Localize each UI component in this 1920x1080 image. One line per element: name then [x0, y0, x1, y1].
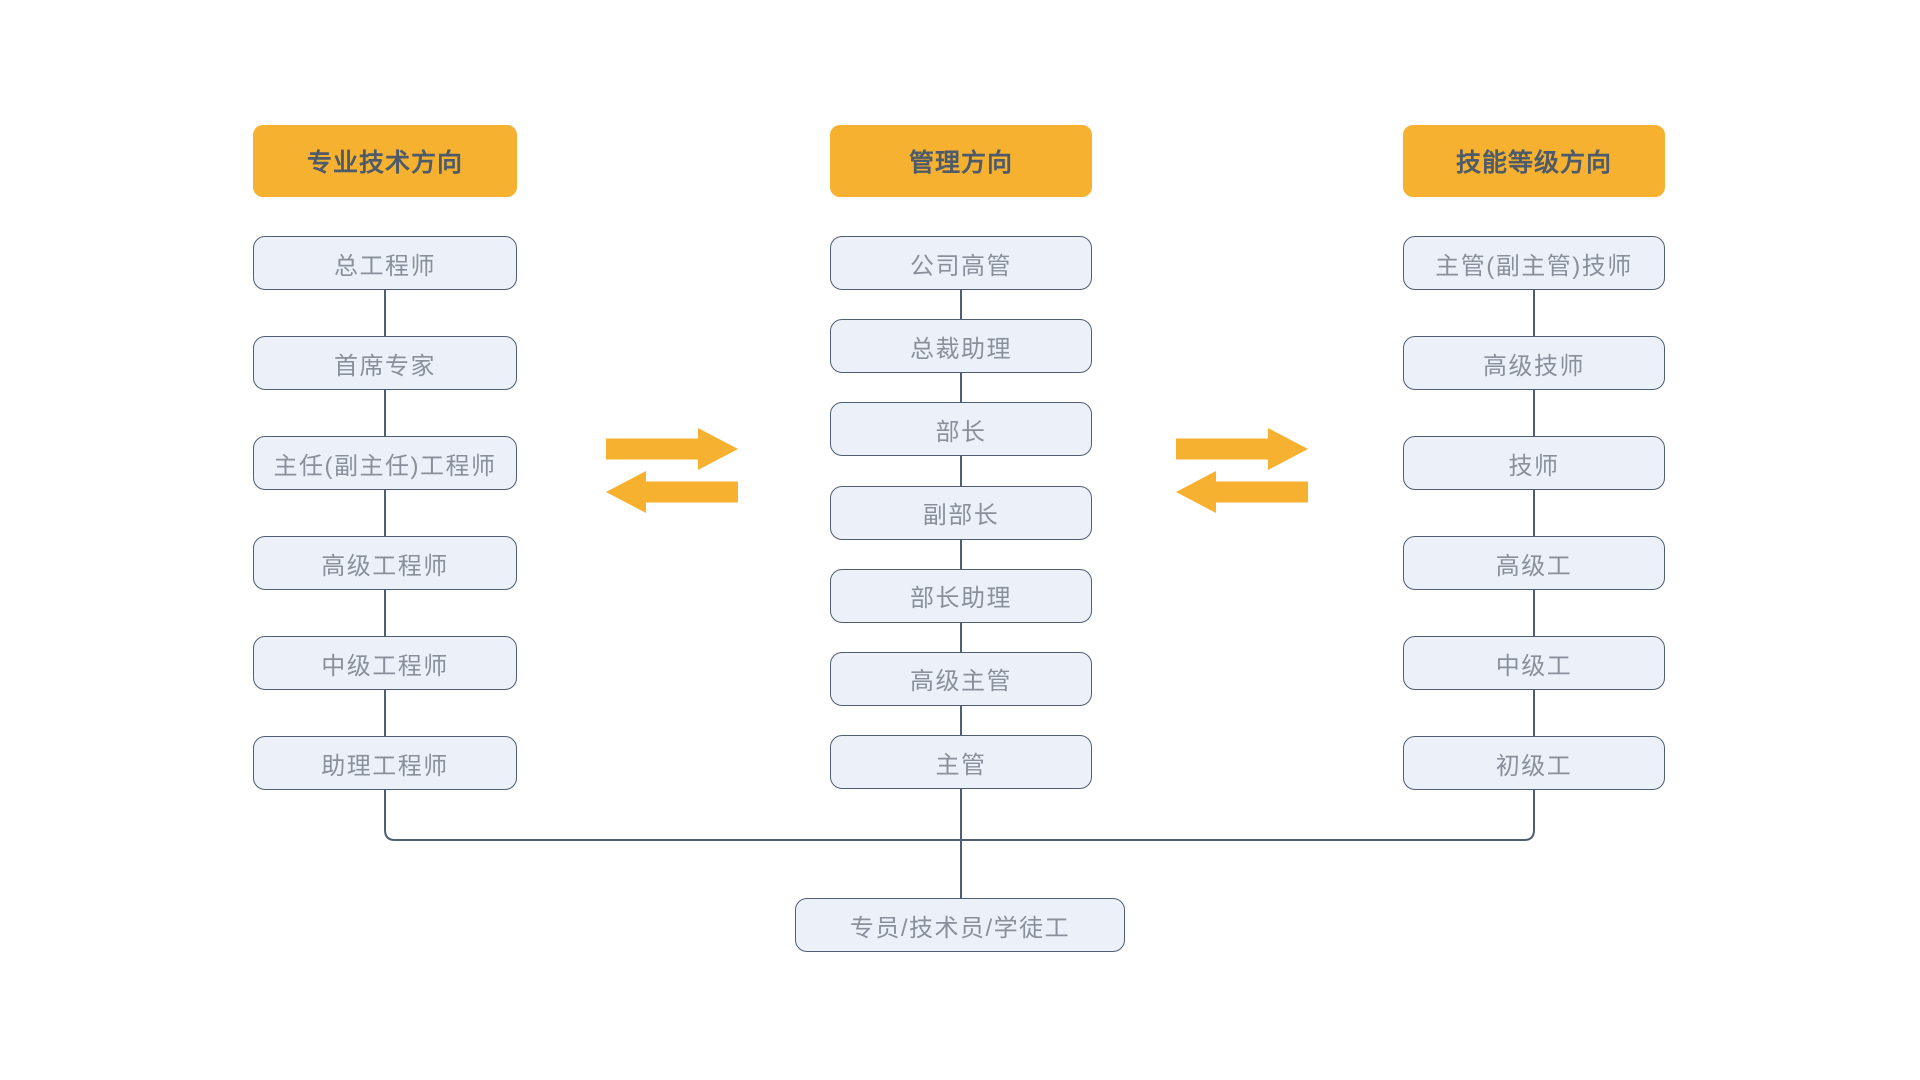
column-items-professional-technical: 总工程师 首席专家 主任(副主任)工程师 高级工程师 中级工程师 助理工程师: [253, 236, 517, 790]
level-box: 主管: [830, 735, 1092, 790]
level-box: 首席专家: [253, 336, 517, 390]
base-level-box: 专员/技术员/学徒工: [795, 898, 1125, 952]
level-box: 高级主管: [830, 651, 1092, 706]
arrow-right-icon: [606, 428, 738, 470]
level-box: 总工程师: [253, 236, 517, 290]
swap-arrows-icon-right: [1176, 428, 1308, 513]
swap-arrows-icon-left: [606, 428, 738, 513]
level-box: 高级技师: [1403, 336, 1665, 390]
level-box: 初级工: [1403, 736, 1665, 790]
level-box: 技师: [1403, 436, 1665, 490]
level-box: 主管(副主管)技师: [1403, 236, 1665, 290]
outer-connector-path: [384, 260, 1535, 841]
column-management: 管理方向 公司高管 总裁助理 部长 副部长 部长助理 高级主管 主管: [830, 125, 1092, 790]
level-box: 中级工: [1403, 636, 1665, 690]
level-box: 高级工程师: [253, 536, 517, 590]
arrow-left-icon: [1176, 471, 1308, 513]
level-box: 公司高管: [830, 236, 1092, 290]
level-box: 高级工: [1403, 536, 1665, 590]
level-box: 总裁助理: [830, 319, 1092, 374]
level-box: 中级工程师: [253, 636, 517, 690]
arrow-left-icon: [606, 471, 738, 513]
column-header-professional-technical: 专业技术方向: [253, 125, 517, 197]
level-box: 主任(副主任)工程师: [253, 436, 517, 490]
level-box: 副部长: [830, 485, 1092, 540]
column-professional-technical: 专业技术方向 总工程师 首席专家 主任(副主任)工程师 高级工程师 中级工程师 …: [253, 125, 517, 790]
level-box: 部长助理: [830, 568, 1092, 623]
column-header-skill-grade: 技能等级方向: [1403, 125, 1665, 197]
column-items-skill-grade: 主管(副主管)技师 高级技师 技师 高级工 中级工 初级工: [1403, 236, 1665, 790]
column-items-management: 公司高管 总裁助理 部长 副部长 部长助理 高级主管 主管: [830, 236, 1092, 790]
column-skill-grade: 技能等级方向 主管(副主管)技师 高级技师 技师 高级工 中级工 初级工: [1403, 125, 1665, 790]
column-header-management: 管理方向: [830, 125, 1092, 197]
level-box: 部长: [830, 402, 1092, 457]
arrow-right-icon: [1176, 428, 1308, 470]
level-box: 助理工程师: [253, 736, 517, 790]
